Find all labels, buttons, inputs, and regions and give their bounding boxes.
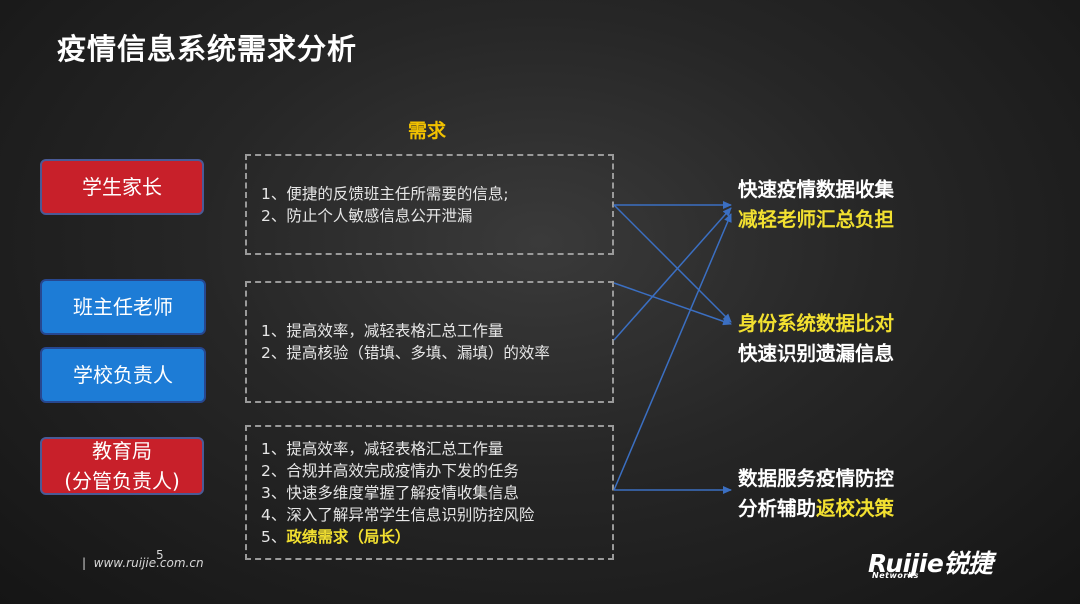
role-education-bureau: 教育局 (分管负责人) [40,437,204,495]
arrow-needs2-to-outcome2 [613,282,732,326]
arrow-needs3-to-outcome1 [613,213,732,491]
needs-box-bureau: 1、提高效率，减轻表格汇总工作量 2、合规并高效完成疫情办下发的任务 3、快速多… [245,425,614,560]
outcome-data-service: 数据服务疫情防控 分析辅助返校决策 [738,464,894,524]
outcome-plain: 分析辅助 [738,497,817,520]
outcome-line: 数据服务疫情防控 [738,467,895,490]
page-number: 5 [156,548,164,562]
role-school-leader: 学校负责人 [40,347,206,403]
outcome-highlight: 返校决策 [816,497,895,520]
need-item: 1、便捷的反馈班主任所需要的信息; [261,184,509,203]
role-parents-label: 学生家长 [82,175,162,199]
need-item: 2、防止个人敏感信息公开泄漏 [261,206,473,225]
need-item-political: 5、政绩需求（局长） [261,526,612,548]
role-head-teacher-label: 班主任老师 [73,295,173,319]
needs-box-parents: 1、便捷的反馈班主任所需要的信息; 2、防止个人敏感信息公开泄漏 [245,154,614,255]
outcome-line-mixed: 分析辅助返校决策 [738,494,894,524]
role-school-leader-label: 学校负责人 [73,363,173,387]
outcome-highlight: 身份系统数据比对 [738,312,895,335]
need-item: 2、提高核验（错填、多填、漏填）的效率 [261,344,550,362]
page-title: 疫情信息系统需求分析 [57,32,358,66]
outcome-identity-check: 身份系统数据比对 快速识别遗漏信息 [738,309,894,369]
need-item: 2、合规并高效完成疫情办下发的任务 [261,461,519,480]
outcome-line: 快速识别遗漏信息 [738,342,895,365]
footer-url: | www.ruijie.com.cn [82,556,204,570]
footer-url-text: www.ruijie.com.cn [93,556,204,570]
role-education-bureau-line2: (分管负责人) [64,469,180,493]
outcome-line-highlight: 减轻老师汇总负担 [738,205,894,235]
need-item: 1、提高效率，减轻表格汇总工作量 [261,322,504,340]
outcome-line: 快速疫情数据收集 [738,178,895,201]
role-parents: 学生家长 [40,159,204,215]
arrow-needs2-to-outcome1 [613,207,732,341]
role-head-teacher: 班主任老师 [40,279,206,335]
need-item: 4、深入了解异常学生信息识别防控风险 [261,505,535,524]
outcome-data-collection: 快速疫情数据收集 减轻老师汇总负担 [738,175,894,235]
need-item: 1、提高效率，减轻表格汇总工作量 [261,439,504,458]
logo-sub: Networks [872,571,919,580]
ruijie-logo: Ruijie锐捷 Networks [868,544,993,580]
arrow-needs1-to-outcome2 [613,204,732,323]
need-item-prefix: 5、 [261,527,287,546]
logo-main: Ruijie锐捷 [868,549,993,578]
outcome-highlight: 减轻老师汇总负担 [738,208,895,231]
needs-header: 需求 [408,120,447,142]
need-item-highlight: 政绩需求（局长） [286,527,411,546]
needs-box-teachers: 1、提高效率，减轻表格汇总工作量 2、提高核验（错填、多填、漏填）的效率 [245,281,614,403]
need-item: 3、快速多维度掌握了解疫情收集信息 [261,483,519,502]
role-education-bureau-line1: 教育局 [92,439,152,463]
